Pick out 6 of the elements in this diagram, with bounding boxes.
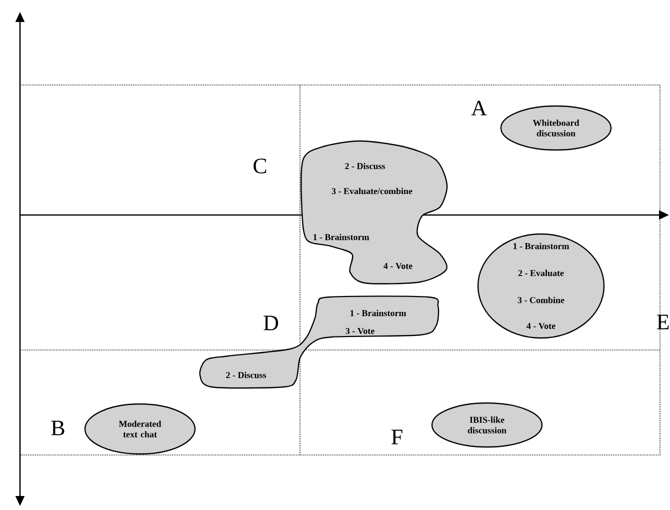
region-letter: A <box>471 100 487 116</box>
region-letter: C <box>254 158 266 174</box>
region-letter: D <box>264 316 278 330</box>
region-letter: E <box>657 314 669 330</box>
region-letter: B <box>51 420 64 436</box>
region-letter: F <box>392 430 402 444</box>
